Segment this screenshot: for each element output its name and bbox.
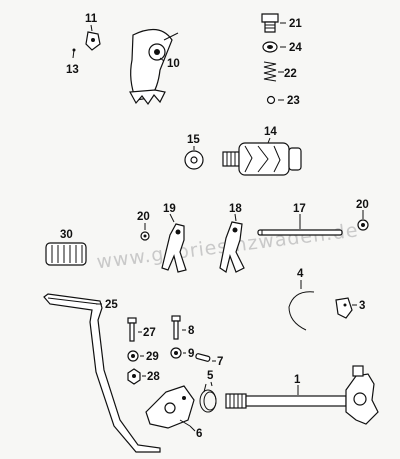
label-23: 23 [287, 95, 300, 107]
part-19-shift-fork [161, 223, 187, 273]
label-11: 11 [85, 13, 98, 25]
label-5: 5 [207, 370, 214, 382]
label-15: 15 [187, 134, 200, 146]
part-8-bolt [171, 315, 181, 340]
label-13: 13 [66, 64, 79, 76]
label-21: 21 [289, 18, 302, 30]
label-10: 10 [167, 58, 180, 70]
part-9-washer [170, 347, 182, 359]
label-1: 1 [294, 374, 301, 386]
part-7-pin [195, 353, 211, 362]
label-14: 14 [264, 126, 277, 138]
part-25-kick-lever [43, 293, 161, 453]
part-14-shift-drum [222, 142, 302, 176]
label-28: 28 [147, 371, 160, 383]
label-24: 24 [289, 42, 302, 54]
label-27: 27 [143, 327, 156, 339]
label-18: 18 [229, 203, 242, 215]
label-20-right: 20 [356, 199, 369, 211]
part-20-ring-left [140, 231, 150, 241]
part-15-washer [184, 150, 204, 170]
label-3: 3 [359, 300, 365, 312]
part-28-nut [127, 368, 141, 385]
label-4: 4 [297, 268, 304, 280]
label-17: 17 [293, 203, 306, 215]
label-20-left: 20 [137, 211, 150, 223]
part-11-clip [85, 31, 101, 51]
label-29: 29 [146, 351, 159, 363]
label-7: 7 [217, 356, 223, 368]
part-13-pin [72, 48, 76, 59]
label-25: 25 [105, 299, 118, 311]
part-3-bracket [335, 297, 353, 319]
part-21-plug-bolt [261, 13, 279, 33]
part-4-spring-clip [288, 291, 315, 331]
part-10-gear-segment [129, 29, 179, 106]
part-5-torsion-spring [199, 383, 217, 413]
part-23-ball [266, 95, 276, 105]
part-1-kick-shaft [225, 365, 379, 425]
part-18-shift-fork [219, 221, 245, 273]
label-6: 6 [196, 428, 202, 440]
label-22: 22 [284, 68, 297, 80]
part-27-bolt [127, 317, 137, 342]
label-8: 8 [188, 325, 195, 337]
part-6-ratchet-plate [145, 385, 195, 429]
label-9: 9 [188, 348, 194, 360]
part-30-roller [45, 242, 87, 266]
part-22-spring [263, 61, 277, 82]
label-19: 19 [163, 203, 176, 215]
part-24-washer [262, 41, 278, 53]
label-30: 30 [60, 229, 73, 241]
part-20-ring-right [357, 219, 369, 231]
part-29-washer [127, 350, 139, 362]
part-17-fork-rod [257, 229, 343, 236]
